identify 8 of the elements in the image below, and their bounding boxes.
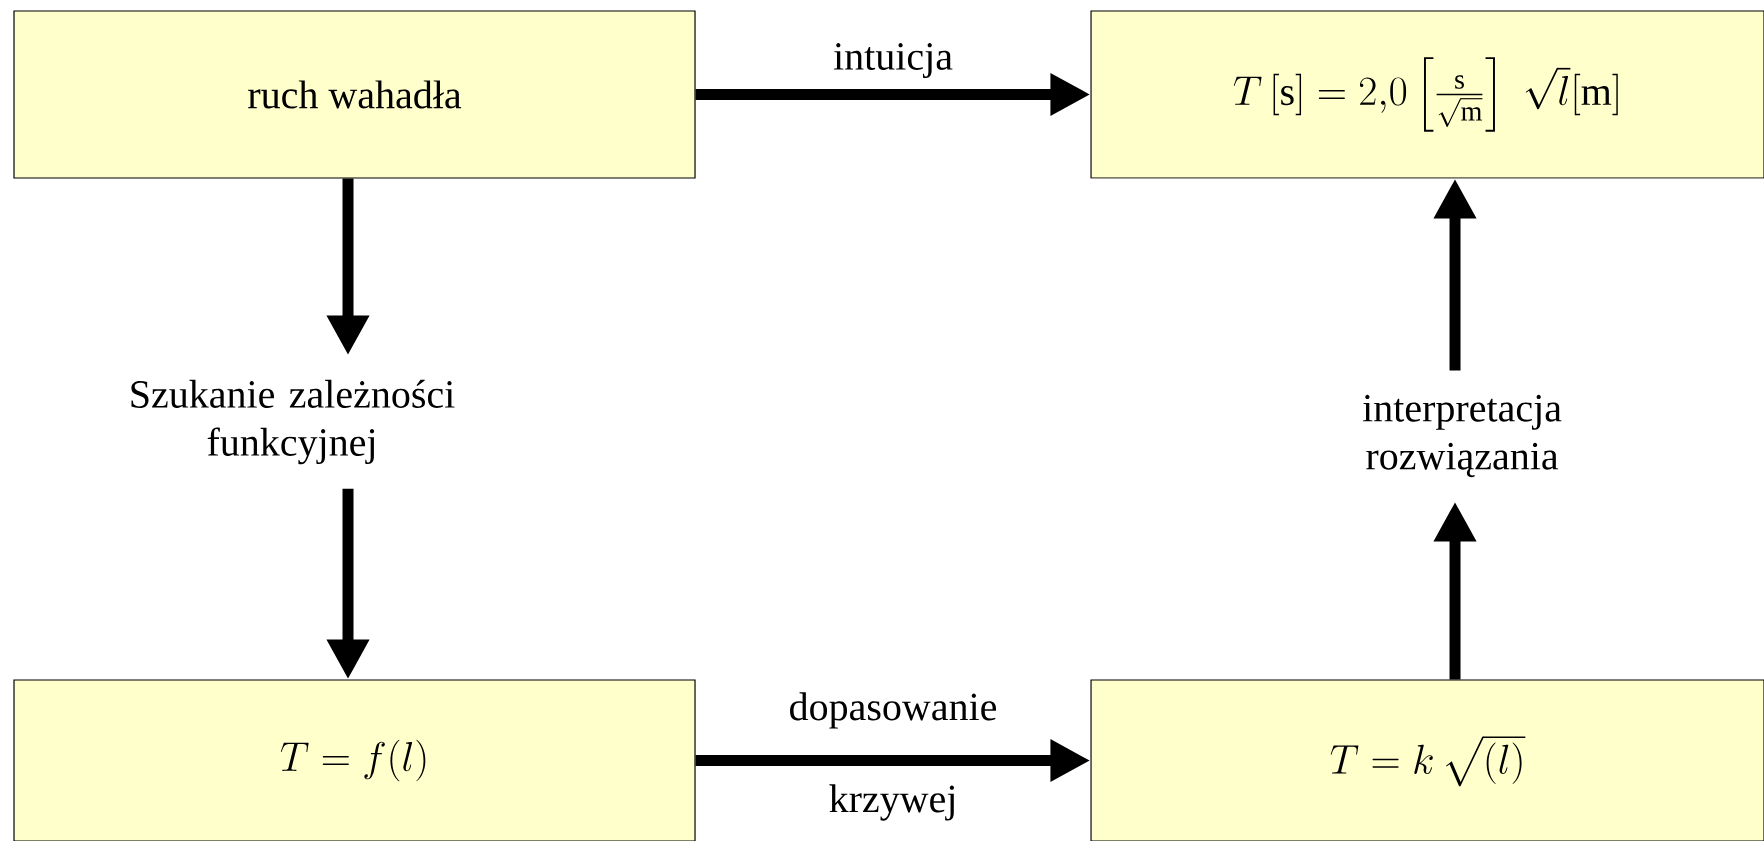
process-box: $T\,[\mathrm{s}] = 2{,}0\left[\frac{\mathrm{s}}{\sqrt{\mathrm{m}}}\right]\;\sqrt{l}[\mathrm{m}]$: [1090, 10, 1764, 179]
process-box: ruch wahadła: [13, 10, 696, 179]
edge-label: dopasowanie krzywej: [790, 692, 997, 821]
step-label: interpretacja rozwiązania: [1362, 394, 1562, 478]
step-label: Szukanie zależności funkcyjnej: [131, 379, 455, 465]
process-box: $T = f(l)$: [13, 679, 696, 841]
edge-label: intuicja: [833, 43, 953, 79]
process-box: $T = k\,\sqrt{(l)}$: [1090, 679, 1764, 841]
